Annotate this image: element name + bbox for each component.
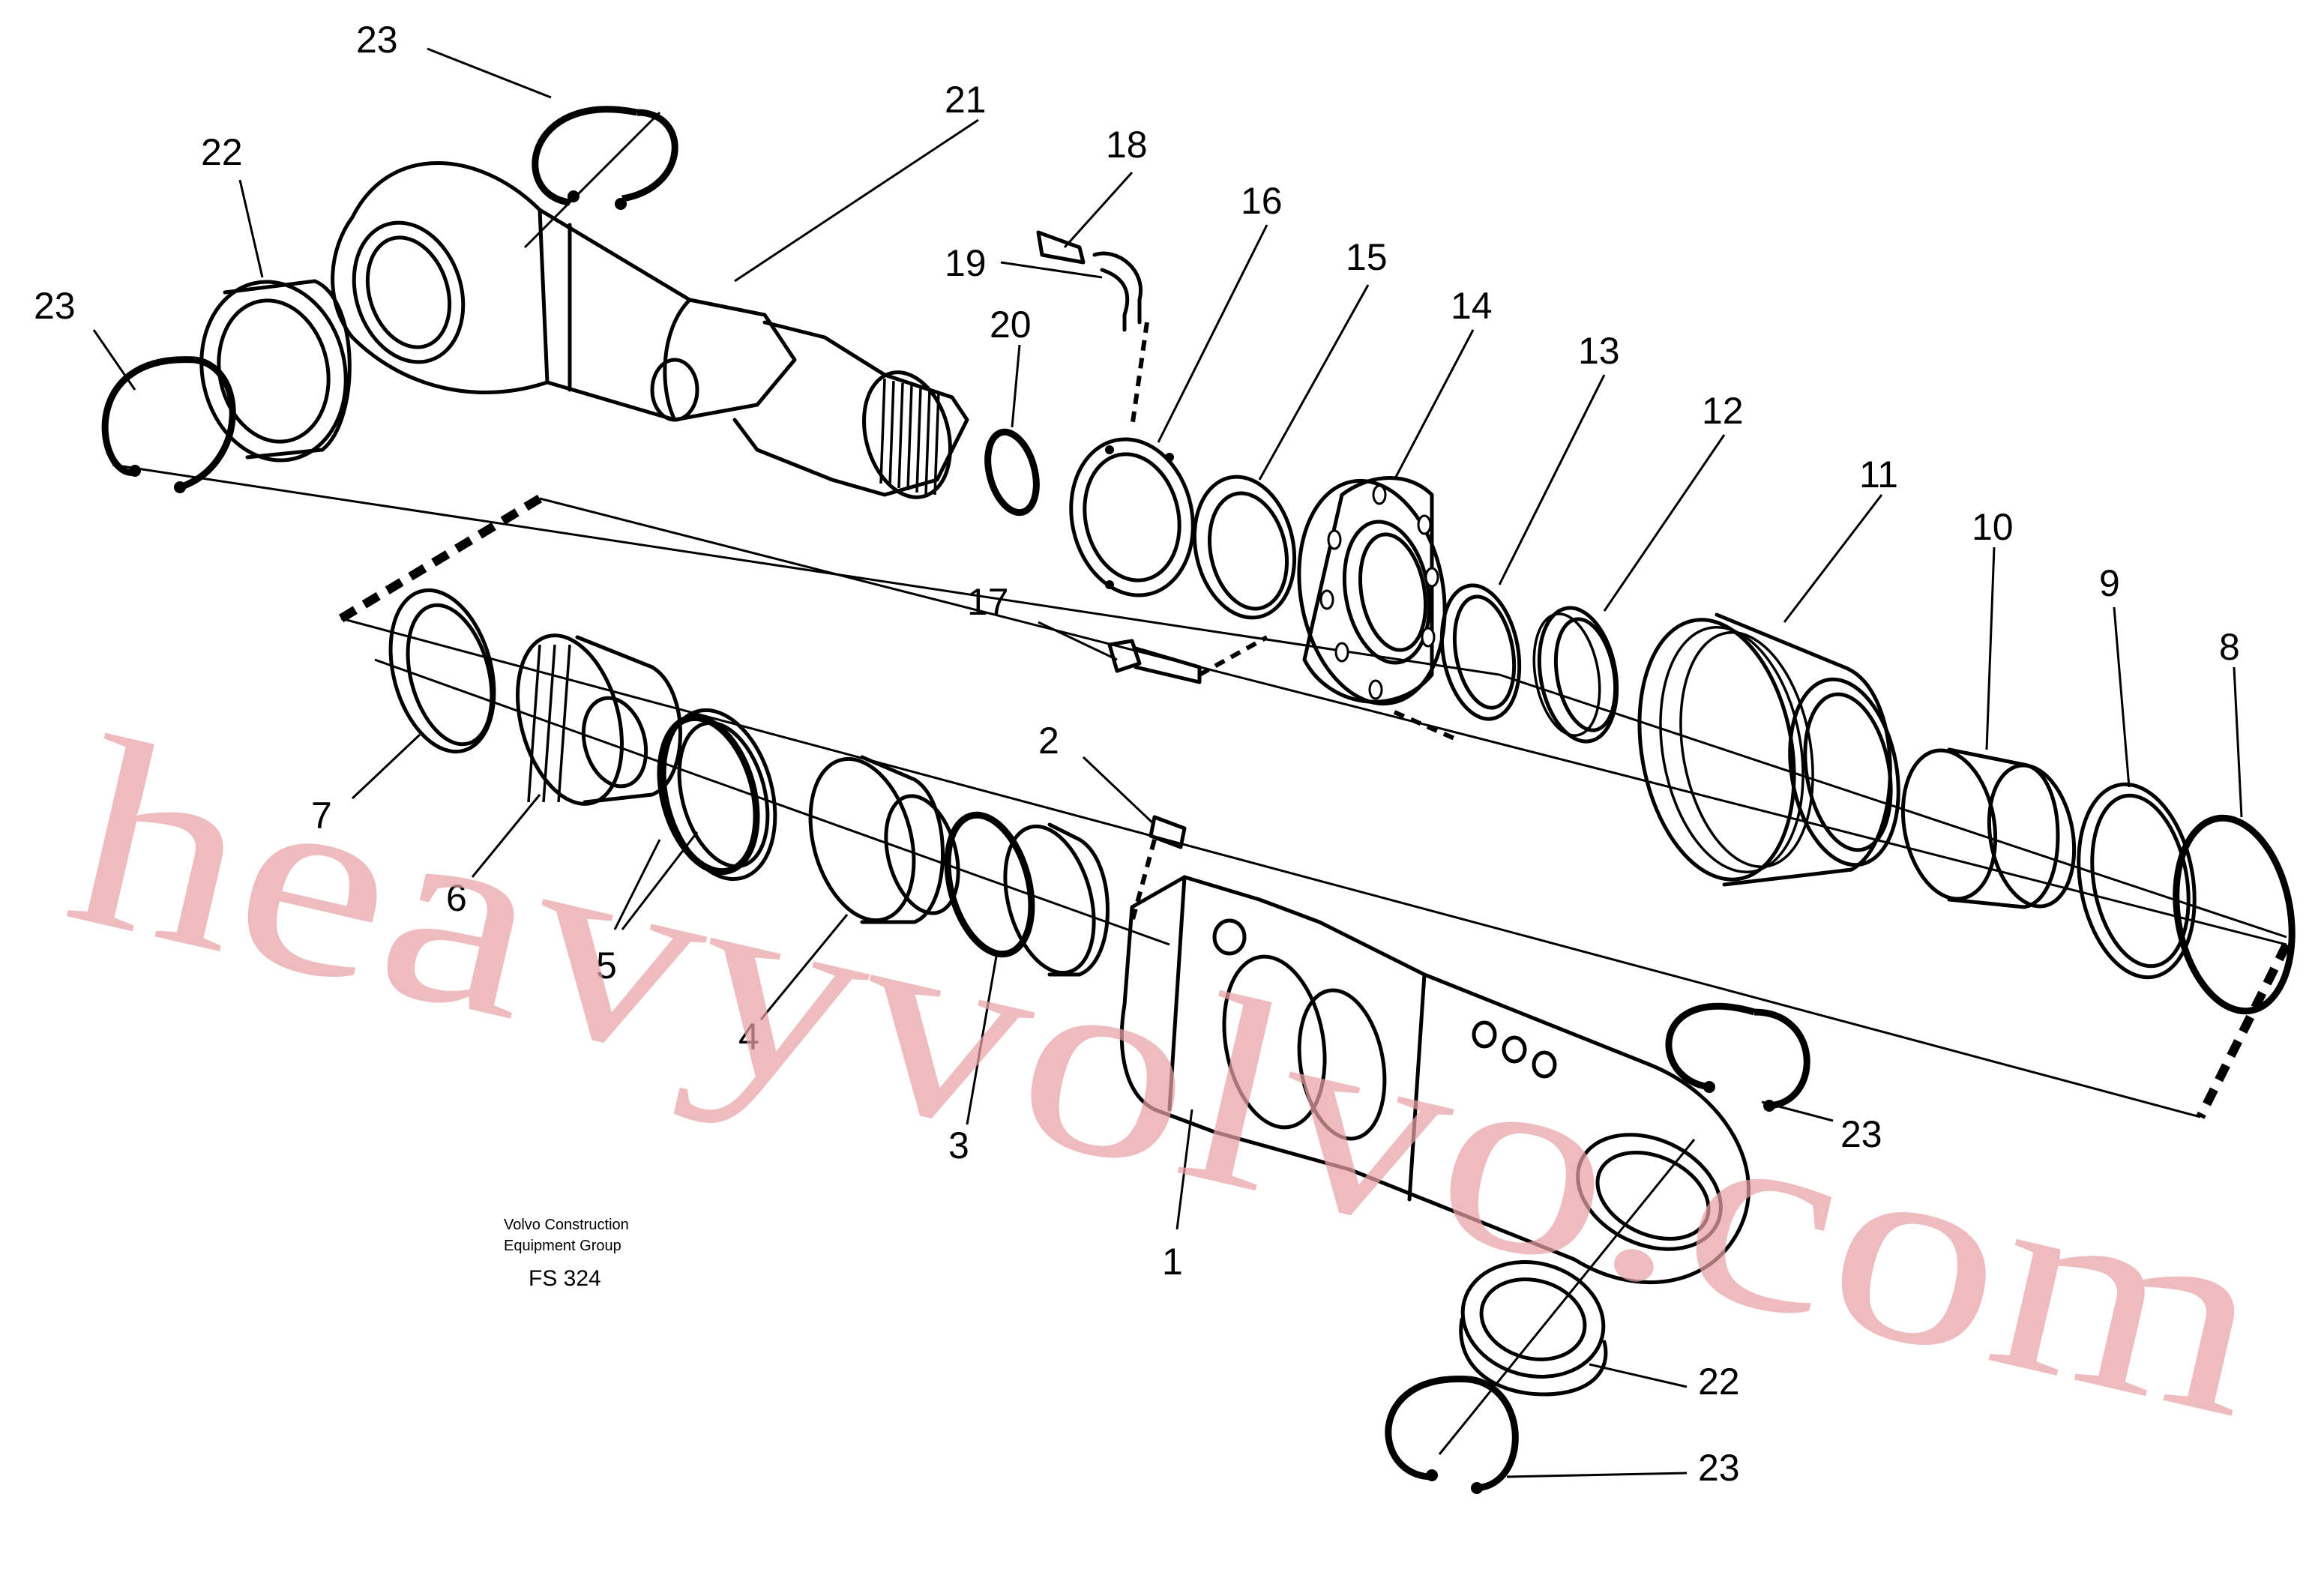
callout-7: 7	[311, 795, 332, 837]
o-ring-20	[984, 428, 1040, 517]
callout-23: 23	[356, 19, 398, 61]
set-screw-2	[1130, 815, 1187, 923]
callout-9: 9	[2099, 562, 2120, 604]
callout-10: 10	[1972, 506, 2014, 548]
circlip-23-bottom	[1385, 1376, 1519, 1494]
callout-8: 8	[2219, 626, 2240, 668]
callout-6: 6	[446, 877, 467, 919]
callout-19: 19	[945, 242, 987, 284]
callout-22: 22	[201, 131, 243, 173]
callout-16: 16	[1241, 180, 1283, 222]
piston-rod-assembly	[101, 106, 2296, 1015]
callout-22: 22	[1698, 1361, 1740, 1403]
cylinder-tube-1	[1119, 875, 1751, 1285]
leader-lines	[92, 47, 2243, 1478]
callout-23: 23	[1698, 1447, 1740, 1489]
footer-company-line1: Volvo Construction	[504, 1217, 629, 1233]
circlip-23-left	[101, 356, 236, 493]
callout-21: 21	[945, 79, 987, 121]
cylinder-head-14	[1297, 476, 1447, 706]
callout-17: 17	[967, 581, 1009, 623]
seal-12	[1532, 606, 1619, 744]
seal-5	[657, 708, 777, 882]
callout-2: 2	[1038, 720, 1059, 762]
footer-block: Volvo Construction Equipment Group FS 32…	[504, 1217, 629, 1291]
bearing-22-upper	[199, 279, 352, 463]
callout-3: 3	[948, 1124, 969, 1166]
watermark-text: heavyvolvo.com	[46, 680, 2291, 1475]
bearing-22-lower	[1459, 1259, 1608, 1397]
piston-cylinder-assembly	[374, 588, 1810, 1494]
exploded-boundary	[338, 494, 2291, 1119]
callout-labels: 23 22 23 21 18 19 20 16 15 14 13 12 11 1…	[34, 19, 2240, 1489]
footer-company-line2: Equipment Group	[504, 1238, 621, 1254]
callout-11: 11	[1859, 454, 1898, 496]
figure-code: FS 324	[529, 1266, 601, 1291]
ring-7	[388, 588, 496, 754]
callout-14: 14	[1451, 285, 1493, 327]
callout-20: 20	[990, 304, 1032, 346]
callout-23: 23	[1840, 1113, 1882, 1155]
circlip-23-upper	[523, 106, 678, 249]
screw-18-and-lock-19	[1036, 230, 1149, 428]
wiper-13	[1439, 583, 1522, 721]
ring-3	[944, 811, 1110, 977]
callout-12: 12	[1702, 390, 1744, 432]
bushing-10	[1900, 747, 2077, 909]
ring-9	[2077, 782, 2197, 980]
callout-13: 13	[1578, 330, 1620, 372]
callout-18: 18	[1106, 124, 1148, 166]
ring-15	[1192, 475, 1297, 620]
guide-11	[1637, 612, 1900, 887]
snap-ring-8	[2173, 814, 2296, 1015]
lock-ring-16	[1069, 437, 1195, 597]
callout-4: 4	[738, 1016, 759, 1058]
piston-4	[808, 755, 960, 924]
callout-1: 1	[1162, 1241, 1183, 1283]
callout-5: 5	[596, 945, 617, 987]
callout-15: 15	[1346, 236, 1388, 278]
callout-23: 23	[34, 285, 76, 327]
piston-rod-21	[331, 161, 969, 499]
